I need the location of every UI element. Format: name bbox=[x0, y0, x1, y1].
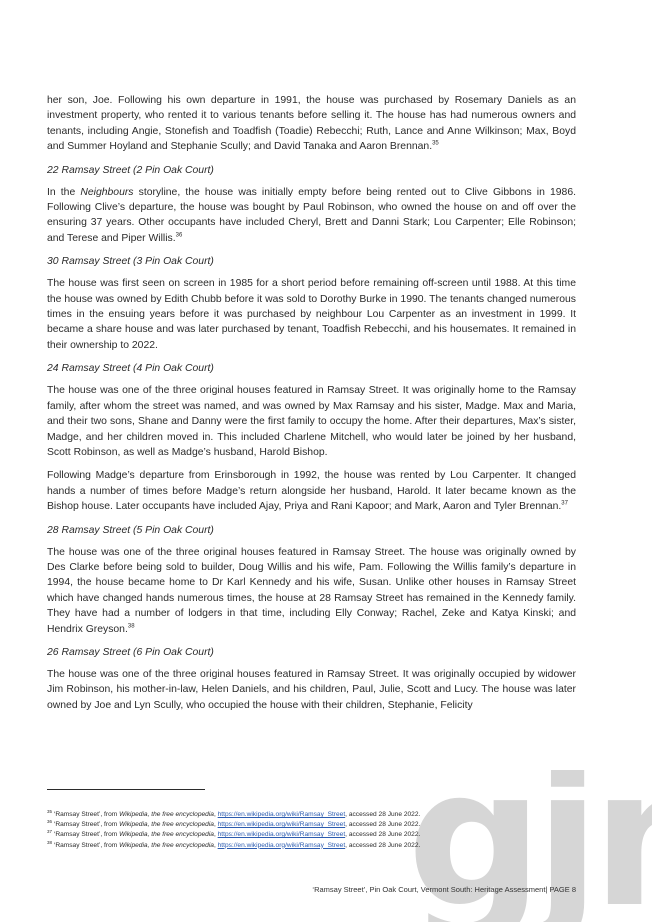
section-heading: 26 Ramsay Street (6 Pin Oak Court) bbox=[47, 646, 214, 658]
section-heading: 30 Ramsay Street (3 Pin Oak Court) bbox=[47, 256, 214, 268]
footnote: 37 ‘Ramsay Street’, from Wikipedia, the … bbox=[47, 829, 421, 839]
footnote: 38 ‘Ramsay Street’, from Wikipedia, the … bbox=[47, 839, 421, 849]
section-heading: 22 Ramsay Street (2 Pin Oak Court) bbox=[47, 164, 214, 176]
footnote-ref[interactable]: 38 bbox=[127, 623, 135, 630]
footnote-divider bbox=[47, 789, 205, 790]
section-heading: 28 Ramsay Street (5 Pin Oak Court) bbox=[47, 524, 214, 536]
page-content: her son, Joe. Following his own departur… bbox=[47, 93, 576, 721]
footnote-link[interactable]: https://en.wikipedia.org/wiki/Ramsay_Str… bbox=[217, 831, 346, 839]
footnotes: 35 ‘Ramsay Street’, from Wikipedia, the … bbox=[47, 808, 517, 851]
body-paragraph: The house was one of the three original … bbox=[47, 385, 576, 458]
footnote-link[interactable]: https://en.wikipedia.org/wiki/Ramsay_Str… bbox=[217, 811, 346, 818]
body-paragraph: The house was one of the three original … bbox=[47, 546, 576, 635]
footnote: 35 ‘Ramsay Street’, from Wikipedia, the … bbox=[47, 808, 421, 818]
body-paragraph: The house was first seen on screen in 19… bbox=[47, 278, 576, 351]
footnote-ref[interactable]: 37 bbox=[561, 500, 568, 507]
footnote: 36 ‘Ramsay Street’, from Wikipedia, the … bbox=[47, 819, 421, 829]
section-heading: 24 Ramsay Street (4 Pin Oak Court) bbox=[47, 363, 214, 375]
footnote-ref[interactable]: 36 bbox=[175, 232, 183, 239]
footnote-link[interactable]: https://en.wikipedia.org/wiki/Ramsay_Str… bbox=[217, 841, 346, 849]
page-footer: ‘Ramsay Street’, Pin Oak Court, Vermont … bbox=[312, 885, 576, 894]
gjm-logo: gjm bbox=[407, 770, 652, 922]
body-paragraph: In the Neighbours storyline, the house w… bbox=[47, 186, 576, 244]
body-paragraph: The house was one of the three original … bbox=[47, 668, 576, 711]
footnote-link[interactable]: https://en.wikipedia.org/wiki/Ramsay_Str… bbox=[217, 821, 346, 829]
footnote-ref[interactable]: 35 bbox=[432, 140, 439, 147]
body-paragraph: her son, Joe. Following his own departur… bbox=[47, 95, 576, 153]
body-paragraph: Following Madge’s departure from Erinsbo… bbox=[47, 470, 576, 513]
